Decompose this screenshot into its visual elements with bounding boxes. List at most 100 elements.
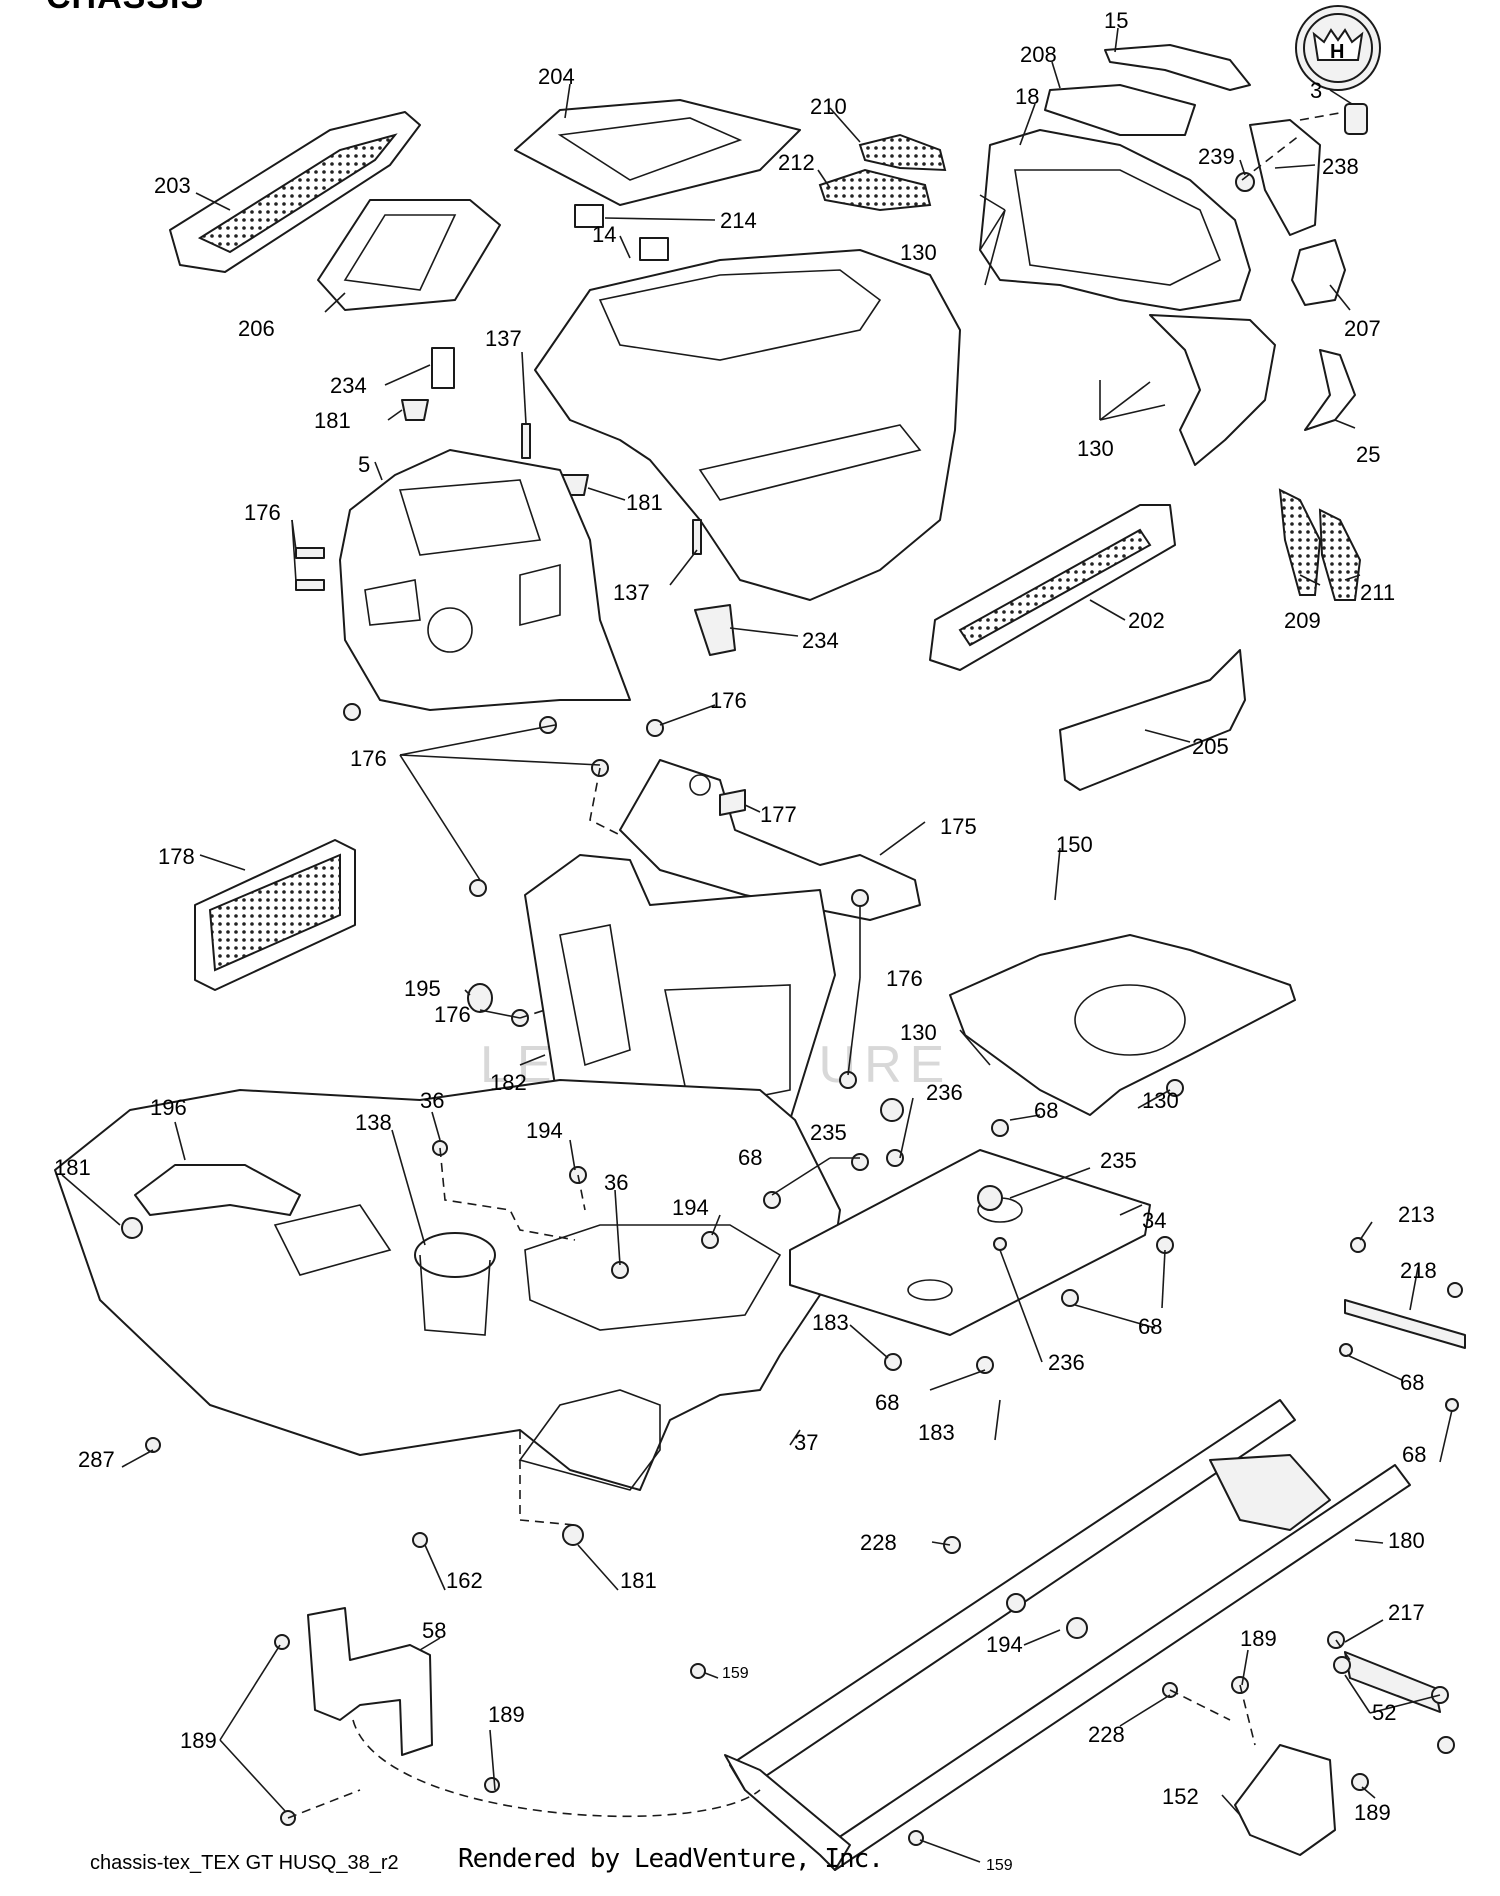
callout-195: 195 — [404, 976, 441, 1001]
callout-159-b: 159 — [986, 1857, 1013, 1874]
callout-234-b: 234 — [802, 628, 839, 653]
part-15-trim — [1104, 44, 1251, 91]
leader-lines — [61, 27, 1453, 1863]
callout-15: 15 — [1104, 8, 1128, 33]
callout-214: 214 — [720, 208, 757, 233]
part-152-guard — [1234, 1744, 1336, 1856]
callout-175: 175 — [940, 814, 977, 839]
part-211-side-grille — [1318, 508, 1362, 601]
callout-68-f: 68 — [1402, 1442, 1426, 1467]
part-212-grille — [818, 168, 932, 212]
callout-202: 202 — [1128, 608, 1165, 633]
callout-204: 204 — [538, 64, 575, 89]
diagram-file-label: chassis-tex_TEX GT HUSQ_38_r2 — [90, 1852, 399, 1874]
svg-text:H: H — [1330, 41, 1344, 63]
part-25-trim — [1304, 349, 1356, 431]
part-239-plug — [1235, 172, 1255, 192]
callout-130-c: 130 — [900, 1020, 937, 1045]
callout-210: 210 — [810, 94, 847, 119]
callout-137-a: 137 — [485, 326, 522, 351]
callout-181-c: 181 — [54, 1155, 91, 1180]
callout-213: 213 — [1398, 1202, 1435, 1227]
part-178-vent-panel — [194, 839, 356, 991]
callout-194-b: 194 — [672, 1195, 709, 1220]
part-18-front-bumper — [979, 129, 1251, 311]
callout-189-b: 189 — [180, 1728, 217, 1753]
callout-183-b: 183 — [918, 1420, 955, 1445]
callout-209: 209 — [1284, 608, 1321, 633]
callout-208: 208 — [1020, 42, 1057, 67]
part-58-bracket — [307, 1607, 433, 1756]
part-5-dash-panel — [339, 449, 631, 711]
callout-234-a: 234 — [330, 373, 367, 398]
callout-137-b: 137 — [613, 580, 650, 605]
part-196-cover — [134, 1164, 301, 1216]
part-210-grille — [858, 133, 947, 172]
part-234-plate — [694, 604, 736, 656]
callout-68-a: 68 — [1034, 1098, 1058, 1123]
callout-228-a: 228 — [860, 1530, 897, 1555]
part-203-grille-strip — [169, 111, 421, 273]
callout-138: 138 — [355, 1110, 392, 1135]
part-137-pin — [521, 423, 531, 459]
part-18-lower-bumper — [1149, 314, 1276, 466]
part-204-hood-top — [514, 99, 801, 206]
callout-176-c: 176 — [350, 746, 387, 771]
callout-183-a: 183 — [812, 1310, 849, 1335]
brand-logo-icon: H — [1295, 5, 1381, 91]
callout-37: 37 — [794, 1430, 818, 1455]
callout-189-c: 189 — [488, 1702, 525, 1727]
callout-211: 211 — [1360, 580, 1395, 605]
callout-159-a: 159 — [722, 1665, 749, 1682]
callout-labels: 15 3 208 204 210 18 239 238 203 212 214 … — [54, 8, 1437, 1874]
part-214-clip — [574, 204, 604, 228]
callout-181-d: 181 — [620, 1568, 657, 1593]
callout-52: 52 — [1372, 1700, 1396, 1725]
part-209-side-grille — [1278, 488, 1322, 596]
callout-36-b: 36 — [604, 1170, 628, 1195]
part-206-bracket — [317, 199, 501, 311]
callout-58: 58 — [422, 1618, 446, 1643]
callout-196: 196 — [150, 1095, 187, 1120]
callout-218: 218 — [1400, 1258, 1437, 1283]
callout-130-d: 130 — [1142, 1088, 1179, 1113]
callout-177: 177 — [760, 802, 797, 827]
part-fasteners — [121, 1079, 1463, 1846]
callout-36-a: 36 — [420, 1088, 444, 1113]
callout-68-b: 68 — [738, 1145, 762, 1170]
part-218-bar — [1344, 1299, 1466, 1349]
callout-130-a: 130 — [900, 240, 937, 265]
diagram-title: CHASSIS — [46, 0, 204, 17]
part-214-clip-2 — [639, 237, 669, 261]
part-175-bracket — [619, 759, 921, 921]
callout-152: 152 — [1162, 1784, 1199, 1809]
callout-176-b: 176 — [710, 688, 747, 713]
callout-207: 207 — [1344, 316, 1381, 341]
callout-178: 178 — [158, 844, 195, 869]
callout-5: 5 — [358, 452, 370, 477]
callout-194-a: 194 — [526, 1118, 563, 1143]
callout-3: 3 — [1310, 78, 1322, 103]
callout-203: 203 — [154, 173, 191, 198]
part-208-bumper-top — [1044, 84, 1196, 136]
callout-205: 205 — [1192, 734, 1229, 759]
callout-181-b: 181 — [626, 490, 663, 515]
part-207-side-piece — [1291, 239, 1346, 306]
callout-212: 212 — [778, 150, 815, 175]
callout-189-d: 189 — [1354, 1800, 1391, 1825]
part-177-clip — [719, 789, 746, 816]
part-195-plug — [467, 983, 493, 1013]
callout-176-e: 176 — [434, 1002, 471, 1027]
callout-150: 150 — [1056, 832, 1093, 857]
part-181-pushnut — [401, 399, 429, 421]
callout-235-b: 235 — [1100, 1148, 1137, 1173]
callout-68-c: 68 — [1138, 1314, 1162, 1339]
part-150-panel — [949, 934, 1296, 1116]
part-202-lower-grille — [929, 504, 1176, 671]
part-238-side-cover — [1249, 119, 1321, 236]
callout-206: 206 — [238, 316, 275, 341]
callout-68-d: 68 — [1400, 1370, 1424, 1395]
callout-68-e: 68 — [875, 1390, 899, 1415]
callout-34: 34 — [1142, 1208, 1166, 1233]
